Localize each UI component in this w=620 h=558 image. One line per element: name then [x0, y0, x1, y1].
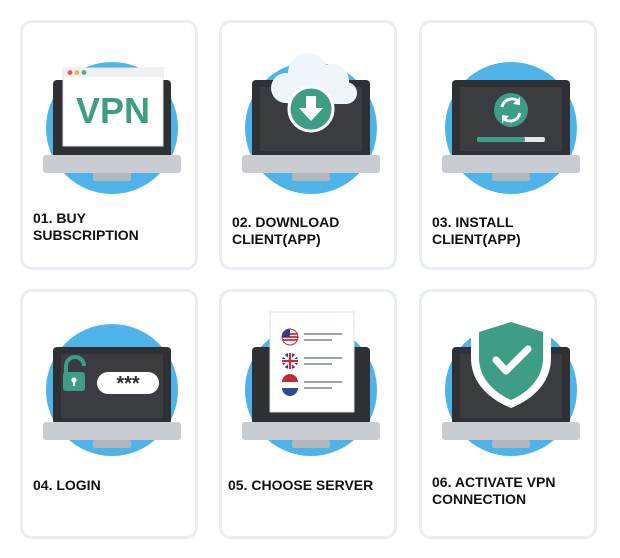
step-card-download-client: 02. DOWNLOAD CLIENT(APP): [219, 20, 397, 270]
step-label: 01. BUY SUBSCRIPTION: [33, 210, 139, 243]
shield-check-icon: [442, 314, 580, 456]
step-label: 02. DOWNLOAD CLIENT(APP): [232, 214, 340, 247]
us-flag-icon: [281, 328, 299, 346]
vpn-text: VPN: [76, 90, 150, 131]
vpn-browser-icon: VPN: [43, 62, 181, 194]
step-label: 06. ACTIVATE VPN CONNECTION: [432, 474, 556, 507]
step-label: 04. LOGIN: [33, 477, 101, 493]
server-list-icon: [242, 311, 380, 456]
step-label: 03. INSTALL CLIENT(APP): [432, 214, 521, 247]
step-card-activate-vpn: 06. ACTIVATE VPN CONNECTION: [419, 289, 597, 539]
install-sync-icon: [442, 62, 580, 194]
step-card-choose-server: 05. CHOOSE SERVER: [219, 289, 397, 539]
cloud-download-icon: [242, 53, 380, 194]
step-card-install-client: 03. INSTALL CLIENT(APP): [419, 20, 597, 270]
step-card-buy-subscription: VPN 01. BUY SUBSCRIPTION: [20, 20, 198, 270]
nl-flag-icon: [282, 374, 298, 396]
step-label: 05. CHOOSE SERVER: [228, 477, 374, 493]
password-mask-text: ***: [116, 373, 140, 395]
step-card-login: *** 04. LOGIN: [20, 289, 198, 539]
uk-flag-icon: [282, 353, 298, 369]
lock-password-icon: ***: [43, 324, 181, 456]
